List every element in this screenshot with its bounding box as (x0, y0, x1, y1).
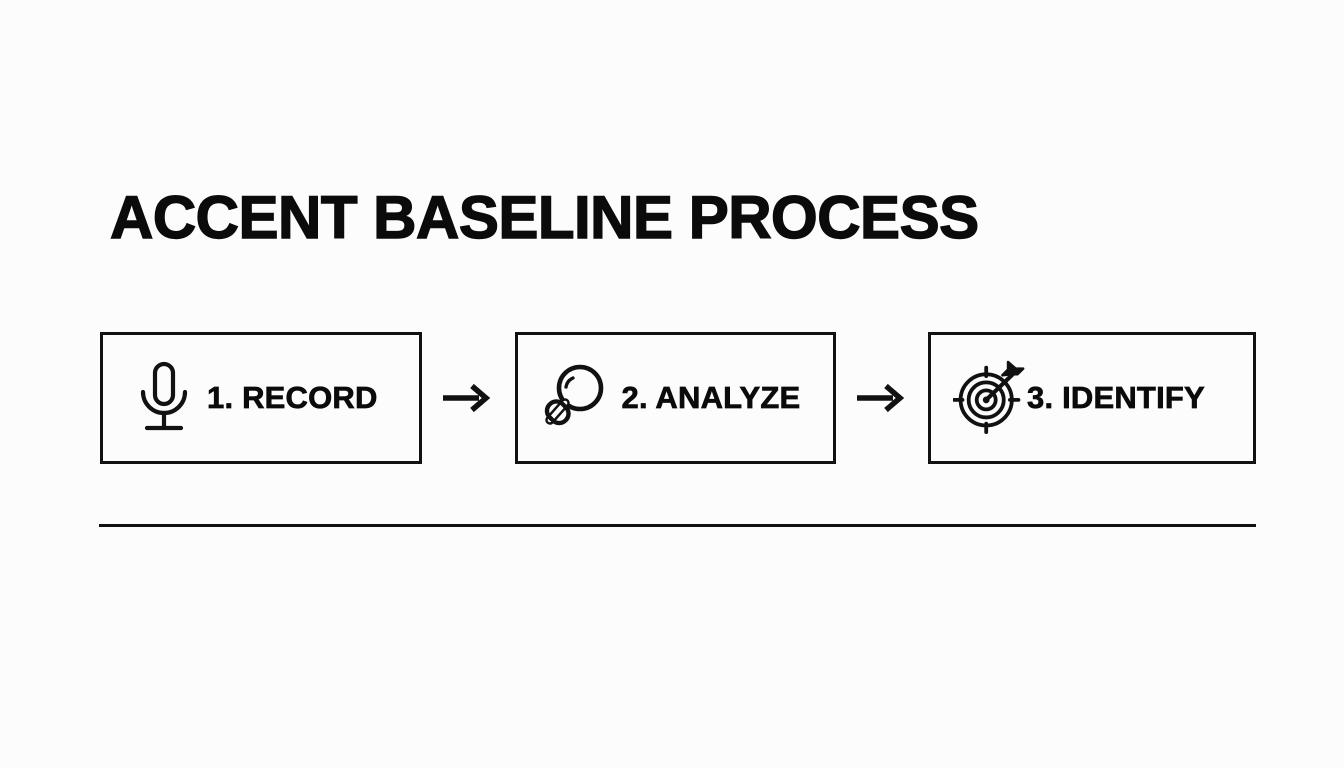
process-flow: 1. RECORD 2. ANALYZE (100, 332, 1256, 464)
magnifying-glass-icon (536, 352, 610, 444)
step-label-identify: 3. IDENTIFY (1027, 380, 1205, 416)
step-box-record[interactable]: 1. RECORD (100, 332, 422, 464)
step-label-record: 1. RECORD (207, 380, 378, 416)
step-label-analyze: 2. ANALYZE (621, 380, 801, 416)
microphone-icon (127, 352, 201, 444)
horizontal-rule (99, 524, 1256, 527)
arrow-right-icon (437, 378, 499, 418)
target-arrow-icon (953, 352, 1027, 444)
arrow-right-icon (851, 378, 913, 418)
page-title: ACCENT BASELINE PROCESS (109, 184, 980, 251)
step-box-identify[interactable]: 3. IDENTIFY (928, 332, 1256, 464)
step-box-analyze[interactable]: 2. ANALYZE (514, 332, 836, 464)
